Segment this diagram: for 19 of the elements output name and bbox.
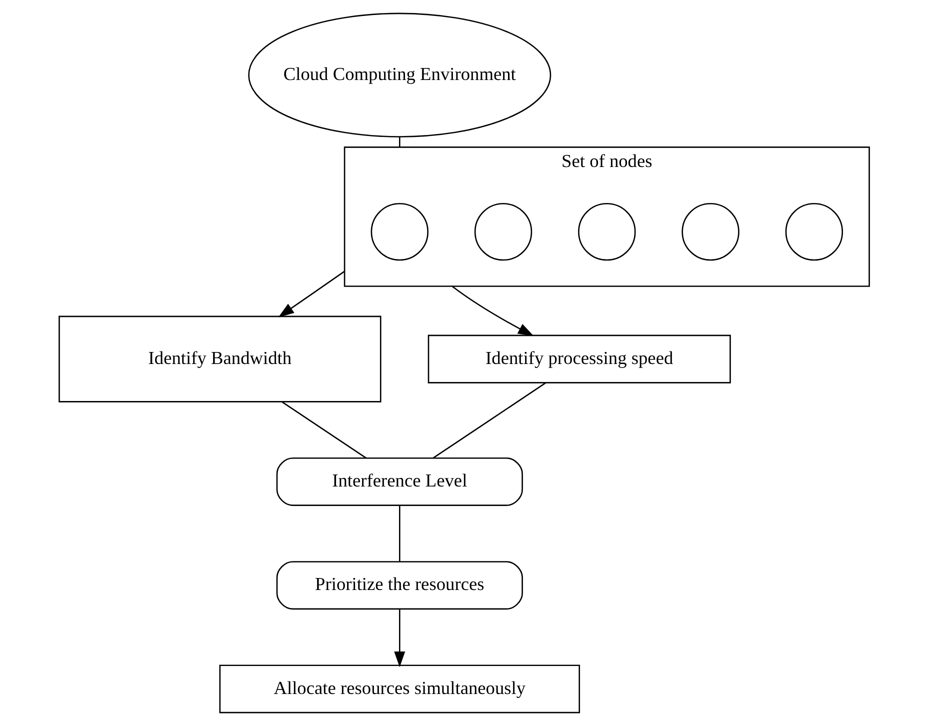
node-circle bbox=[682, 202, 740, 261]
node-circle bbox=[474, 202, 532, 261]
node-box: Prioritize the resources bbox=[276, 561, 523, 610]
cluster: Set of nodes bbox=[344, 146, 870, 287]
connector bbox=[399, 136, 400, 148]
arrow bbox=[394, 609, 406, 668]
arrow bbox=[452, 286, 534, 336]
node-box: Identify Bandwidth bbox=[58, 316, 382, 402]
node-circle bbox=[370, 202, 428, 261]
connector bbox=[282, 401, 367, 459]
connector bbox=[432, 382, 546, 458]
arrow bbox=[278, 270, 345, 318]
node-box: Interference Level bbox=[276, 457, 523, 506]
node-box: Identify processing speed bbox=[428, 334, 731, 384]
node-circle bbox=[785, 202, 844, 261]
connector bbox=[399, 505, 400, 562]
node-box: Allocate resources simultaneously bbox=[219, 664, 580, 714]
node-ellipse: Cloud Computing Environment bbox=[248, 12, 552, 138]
node-circle bbox=[578, 202, 636, 261]
